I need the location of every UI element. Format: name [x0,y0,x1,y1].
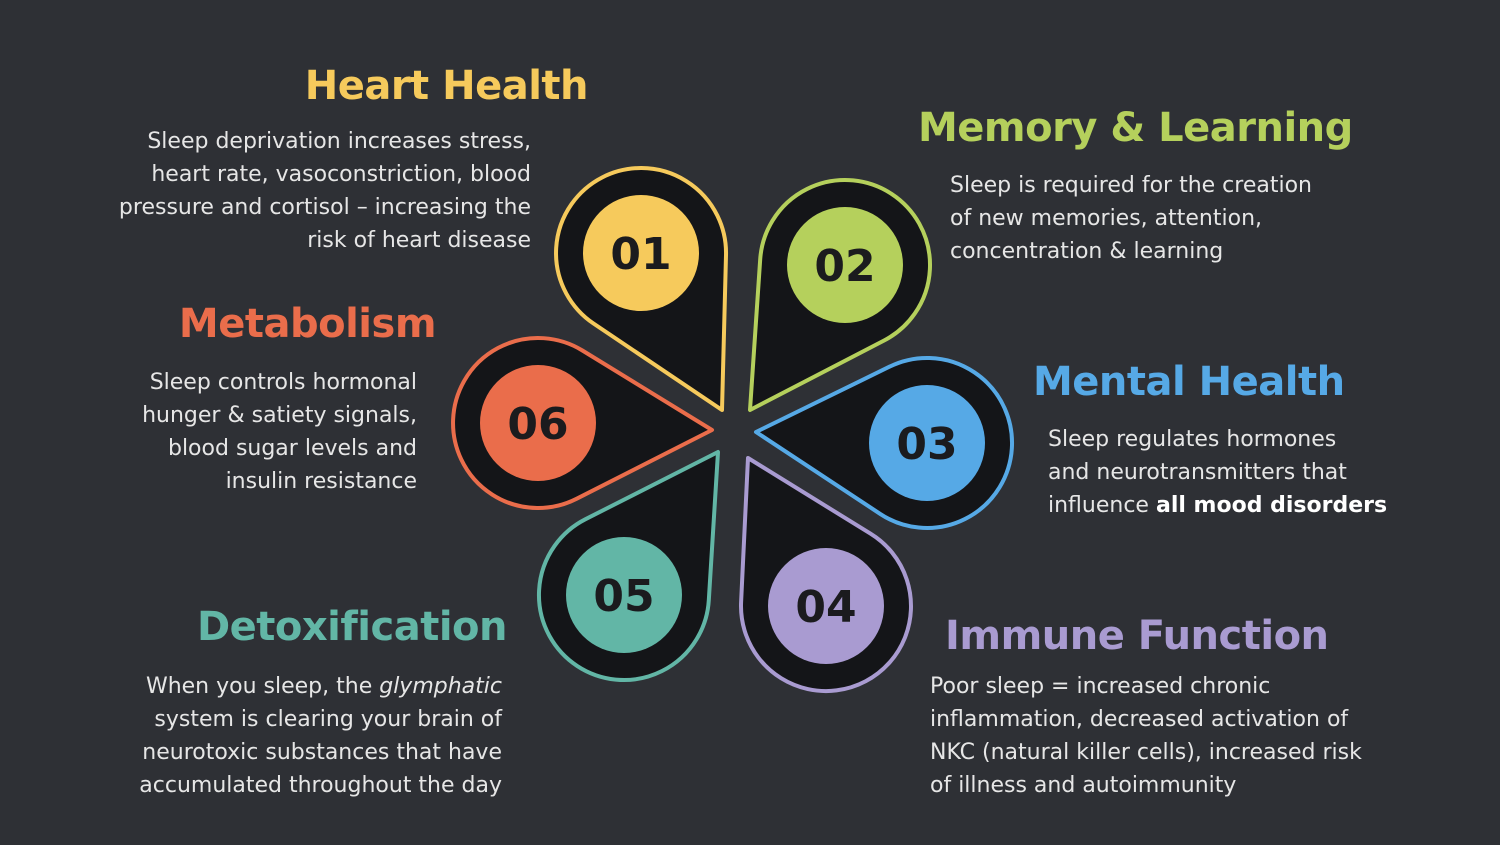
memory-line-2: of new memories, attention, [950,206,1263,231]
mental-line-2: and neurotransmitters that [1048,460,1347,485]
mental-health-title: Mental Health [1033,359,1345,405]
heart-health-title: Heart Health [304,63,589,109]
immune-line-4: of illness and autoimmunity [930,773,1237,798]
heart-line-3: pressure and cortisol – increasing the [118,195,531,220]
section-detoxification: Detoxification [150,603,508,651]
detox-line-3: neurotoxic substances that have [142,740,502,765]
heart-line-1: Sleep deprivation increases stress, [147,129,531,154]
petal-04: 04 [739,456,913,694]
immune-line-2: inflammation, decreased activation of [930,707,1349,732]
metabolism-title: Metabolism [178,301,437,347]
petal-number-03: 03 [896,419,957,470]
detoxification-description: When you sleep, the glymphatic system is… [90,670,502,802]
mental-line-3-prefix: influence [1048,493,1156,518]
metabolism-line-2: hunger & satiety signals, [142,403,417,428]
petal-circle-02 [787,207,903,323]
petal-02: 02 [748,178,932,412]
section-immune-function: Immune Function [945,612,1405,660]
memory-line-3: concentration & learning [950,239,1224,264]
metabolism-description: Sleep controls hormonal hunger & satiety… [100,366,417,498]
petal-circle-04 [768,548,884,664]
mental-line-3-bold: all mood disorders [1155,493,1388,518]
detox-line-1: When you sleep, the glymphatic [90,670,502,703]
petal-03: 03 [754,355,1015,530]
immune-line-1: Poor sleep = increased chronic [930,674,1271,699]
heart-health-description: Sleep deprivation increases stress, hear… [100,125,531,257]
mental-line-3: influence all mood disorders [1048,489,1488,522]
detox-line-1-prefix: When you sleep, the [145,674,380,699]
detoxification-title: Detoxification [196,604,508,650]
metabolism-line-4: insulin resistance [225,469,417,494]
petal-number-05: 05 [593,571,654,622]
petal-number-02: 02 [814,241,875,292]
metabolism-line-3: blood sugar levels and [167,436,417,461]
heart-line-4: risk of heart disease [307,228,531,253]
petal-circle-03 [869,385,985,501]
memory-learning-title: Memory & Learning [918,105,1353,151]
heart-line-2: heart rate, vasoconstriction, blood [151,162,531,187]
petal-circle-01 [583,195,699,311]
section-metabolism: Metabolism [150,300,437,348]
detox-line-4: accumulated throughout the day [139,773,502,798]
petal-05: 05 [537,450,720,682]
petal-06: 06 [451,336,714,510]
detox-line-1-italic: glymphatic [379,674,502,699]
section-mental-health: Mental Health [1033,358,1433,406]
memory-learning-description: Sleep is required for the creation of ne… [950,169,1370,268]
immune-function-title: Immune Function [945,613,1329,659]
petal-number-06: 06 [507,399,568,450]
petal-circle-06 [480,365,596,481]
petal-01: 01 [554,166,729,412]
section-memory-learning: Memory & Learning [918,104,1378,152]
metabolism-line-1: Sleep controls hormonal [149,370,417,395]
petal-circle-05 [566,537,682,653]
mental-line-1: Sleep regulates hormones [1048,427,1337,452]
petal-number-04: 04 [795,582,856,633]
immune-line-3: NKC (natural killer cells), increased ri… [930,740,1362,765]
mental-health-description: Sleep regulates hormones and neurotransm… [1048,423,1488,522]
section-heart-health: Heart Health [110,62,589,110]
immune-function-description: Poor sleep = increased chronic inflammat… [930,670,1450,802]
petal-number-01: 01 [610,229,671,280]
detox-line-2: system is clearing your brain of [154,707,502,732]
memory-line-1: Sleep is required for the creation [950,173,1313,198]
